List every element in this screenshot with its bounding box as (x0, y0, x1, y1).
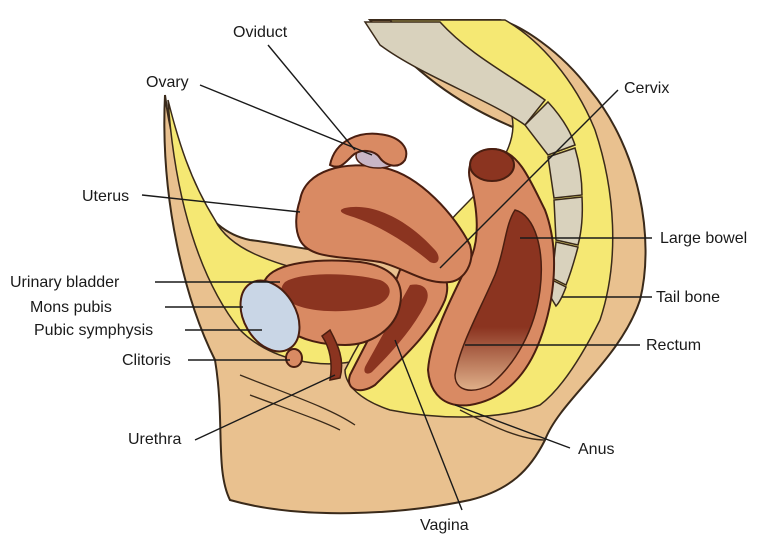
label-mons-pubis: Mons pubis (30, 299, 112, 316)
bladder-lumen (282, 274, 390, 311)
label-urinary-bladder: Urinary bladder (10, 274, 120, 291)
label-pubic-symphysis: Pubic symphysis (34, 322, 153, 339)
clitoris-organ (286, 349, 302, 367)
label-cervix: Cervix (624, 80, 669, 97)
bowel-opening (470, 149, 514, 181)
label-vagina: Vagina (420, 517, 469, 534)
label-rectum: Rectum (646, 337, 701, 354)
label-clitoris: Clitoris (122, 352, 171, 369)
label-large-bowel: Large bowel (660, 230, 747, 247)
label-ovary: Ovary (146, 74, 189, 91)
label-tail-bone: Tail bone (656, 289, 720, 306)
label-urethra: Urethra (128, 431, 181, 448)
label-uterus: Uterus (82, 188, 129, 205)
label-anus: Anus (578, 441, 614, 458)
label-oviduct: Oviduct (233, 24, 288, 41)
